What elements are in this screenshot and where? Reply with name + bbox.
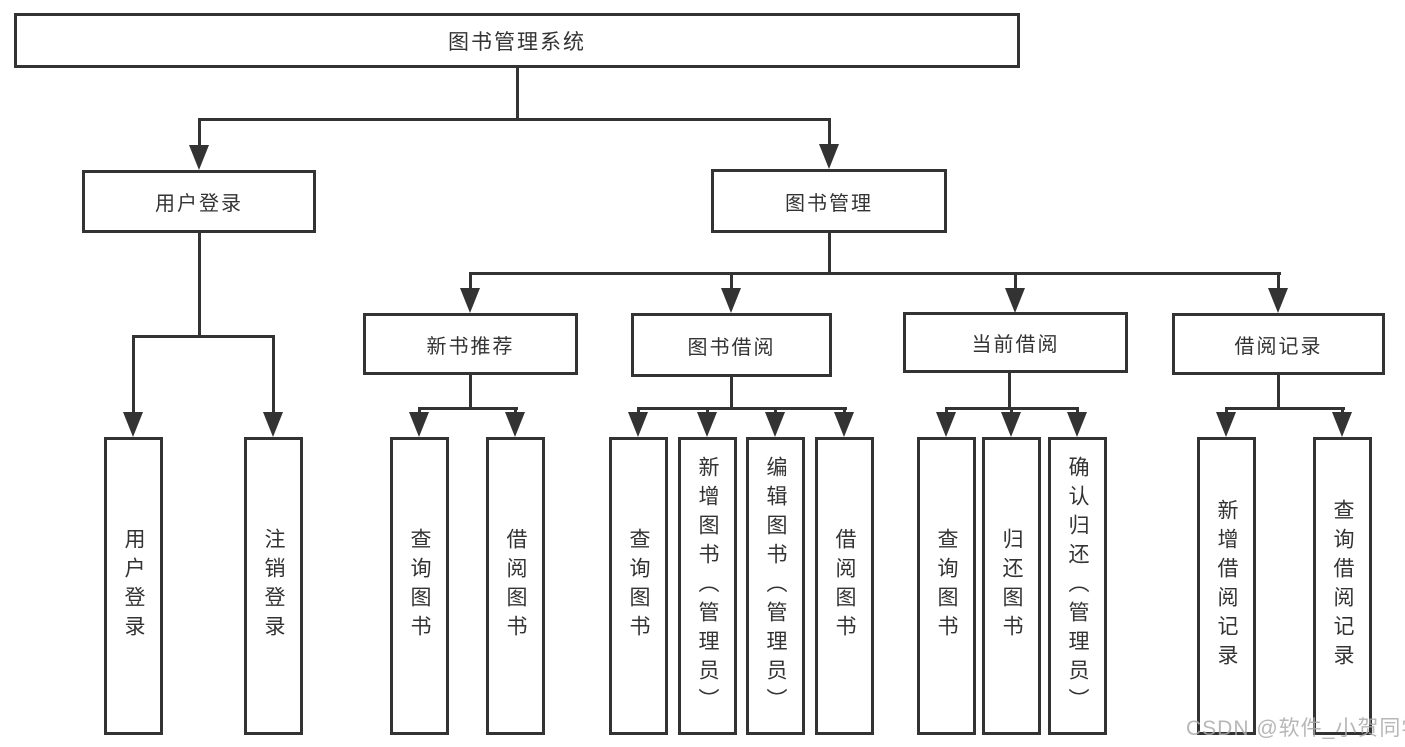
connector-borrowrecord-rail [1225, 407, 1345, 410]
arrow-down-icon [189, 145, 209, 170]
connector-currentborrow-trunk [1008, 373, 1011, 409]
connector-newbook-rail [418, 407, 518, 410]
connector-stem [272, 335, 275, 413]
connector-stem [843, 407, 846, 415]
connector-stem-user-login [198, 118, 201, 146]
connector-stem [1014, 272, 1017, 289]
connector-userlogin-rail [132, 335, 275, 338]
leaf-borrow-query-book: 查询图书 [609, 437, 668, 735]
connector-stem [1010, 407, 1013, 415]
arrow-down-icon [1216, 412, 1236, 437]
leaf-logout-login: 注销登录 [244, 437, 303, 735]
connector-stem [132, 335, 135, 413]
leaf-newbook-query-book: 查询图书 [390, 437, 449, 735]
arrow-down-icon [819, 144, 839, 169]
arrow-down-icon [460, 288, 480, 313]
node-borrow-record: 借阅记录 [1172, 313, 1385, 375]
arrow-down-icon [123, 412, 143, 437]
connector-stem [637, 407, 640, 415]
connector-bookmgmt-trunk [828, 233, 831, 274]
arrow-down-icon [1332, 412, 1352, 437]
leaf-newbook-borrow-book: 借阅图书 [486, 437, 545, 735]
node-new-book-recommend: 新书推荐 [363, 313, 578, 375]
node-book-borrow: 图书借阅 [631, 313, 832, 377]
connector-stem [1076, 407, 1079, 415]
connector-root-rail [198, 118, 831, 121]
arrow-down-icon [834, 412, 854, 437]
node-current-borrow: 当前借阅 [903, 312, 1128, 373]
leaf-user-login: 用户登录 [104, 437, 163, 735]
leaf-current-confirm-return-admin: 确认归还（管理员） [1048, 437, 1107, 735]
connector-stem [1277, 272, 1280, 289]
arrow-down-icon [1005, 288, 1025, 313]
connector-stem [1341, 407, 1344, 415]
arrow-down-icon [697, 412, 717, 437]
arrow-down-icon [1001, 412, 1021, 437]
arrow-down-icon [765, 412, 785, 437]
connector-stem [774, 407, 777, 415]
connector-newbook-trunk [469, 375, 472, 409]
arrow-down-icon [628, 412, 648, 437]
leaf-borrow-edit-book-admin: 编辑图书（管理员） [746, 437, 805, 735]
connector-stem [469, 272, 472, 289]
connector-stem [706, 407, 709, 415]
arrow-down-icon [1268, 288, 1288, 313]
arrow-down-icon [505, 412, 525, 437]
connector-stem [514, 407, 517, 415]
leaf-borrow-borrow-book: 借阅图书 [815, 437, 874, 735]
leaf-record-query-borrow-record: 查询借阅记录 [1313, 437, 1372, 735]
leaf-borrow-add-book-admin: 新增图书（管理员） [678, 437, 737, 735]
arrow-down-icon [409, 412, 429, 437]
connector-stem [418, 407, 421, 415]
leaf-current-query-book: 查询图书 [917, 437, 976, 735]
connector-stem-book-management [828, 118, 831, 145]
leaf-current-return-book: 归还图书 [982, 437, 1041, 735]
node-root: 图书管理系统 [14, 13, 1020, 68]
arrow-down-icon [936, 412, 956, 437]
leaf-record-add-borrow-record: 新增借阅记录 [1197, 437, 1256, 735]
arrow-down-icon [1067, 412, 1087, 437]
watermark: CSDN @软件_小贺同学 [1186, 717, 1405, 740]
arrow-down-icon [263, 412, 283, 437]
connector-userlogin-trunk [198, 233, 201, 337]
connector-stem [945, 407, 948, 415]
node-user-login: 用户登录 [82, 170, 316, 233]
connector-bookborrow-rail [637, 407, 847, 410]
connector-borrowrecord-trunk [1277, 375, 1280, 410]
connector-root-trunk [516, 68, 519, 118]
node-book-management: 图书管理 [711, 169, 947, 233]
connector-stem [1225, 407, 1228, 415]
arrow-down-icon [721, 288, 741, 313]
connector-bookmgmt-rail [469, 272, 1281, 275]
connector-stem [730, 272, 733, 289]
connector-bookborrow-trunk [730, 377, 733, 409]
